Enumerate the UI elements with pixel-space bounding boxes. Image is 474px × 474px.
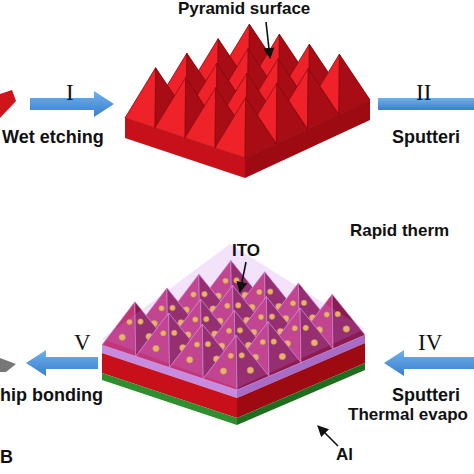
wafer-piece <box>0 90 16 118</box>
step-label: Rapid therm <box>350 222 449 241</box>
pyramid-face <box>276 83 307 143</box>
step-number: IV <box>418 330 442 355</box>
leader-line <box>318 426 338 446</box>
pyramid-face <box>308 69 339 129</box>
pyramid-face <box>339 54 370 114</box>
callout-label: Pyramid surface <box>178 0 310 19</box>
ito-film <box>102 244 365 388</box>
pyramid-face <box>155 78 186 138</box>
callout-label: Al <box>336 446 353 465</box>
step-number: II <box>416 80 431 105</box>
step-label: hip bonding <box>0 386 103 406</box>
pyramid-face <box>125 68 156 128</box>
pyramid-face <box>245 98 276 158</box>
chip-piece <box>0 358 16 372</box>
panel-letter: B <box>0 448 13 468</box>
step-label: Sputteri <box>392 386 460 406</box>
step-label: Sputteri <box>392 128 460 148</box>
leader-line <box>240 262 246 292</box>
leader-line <box>266 22 270 58</box>
step-label: Wet etching <box>2 128 104 148</box>
callout-label: ITO <box>232 242 260 261</box>
step-number: I <box>66 80 74 105</box>
pyramid-face <box>215 98 246 158</box>
step-number: V <box>74 330 91 355</box>
step-label: Thermal evapo <box>348 406 468 425</box>
pyramid-face <box>185 88 216 148</box>
